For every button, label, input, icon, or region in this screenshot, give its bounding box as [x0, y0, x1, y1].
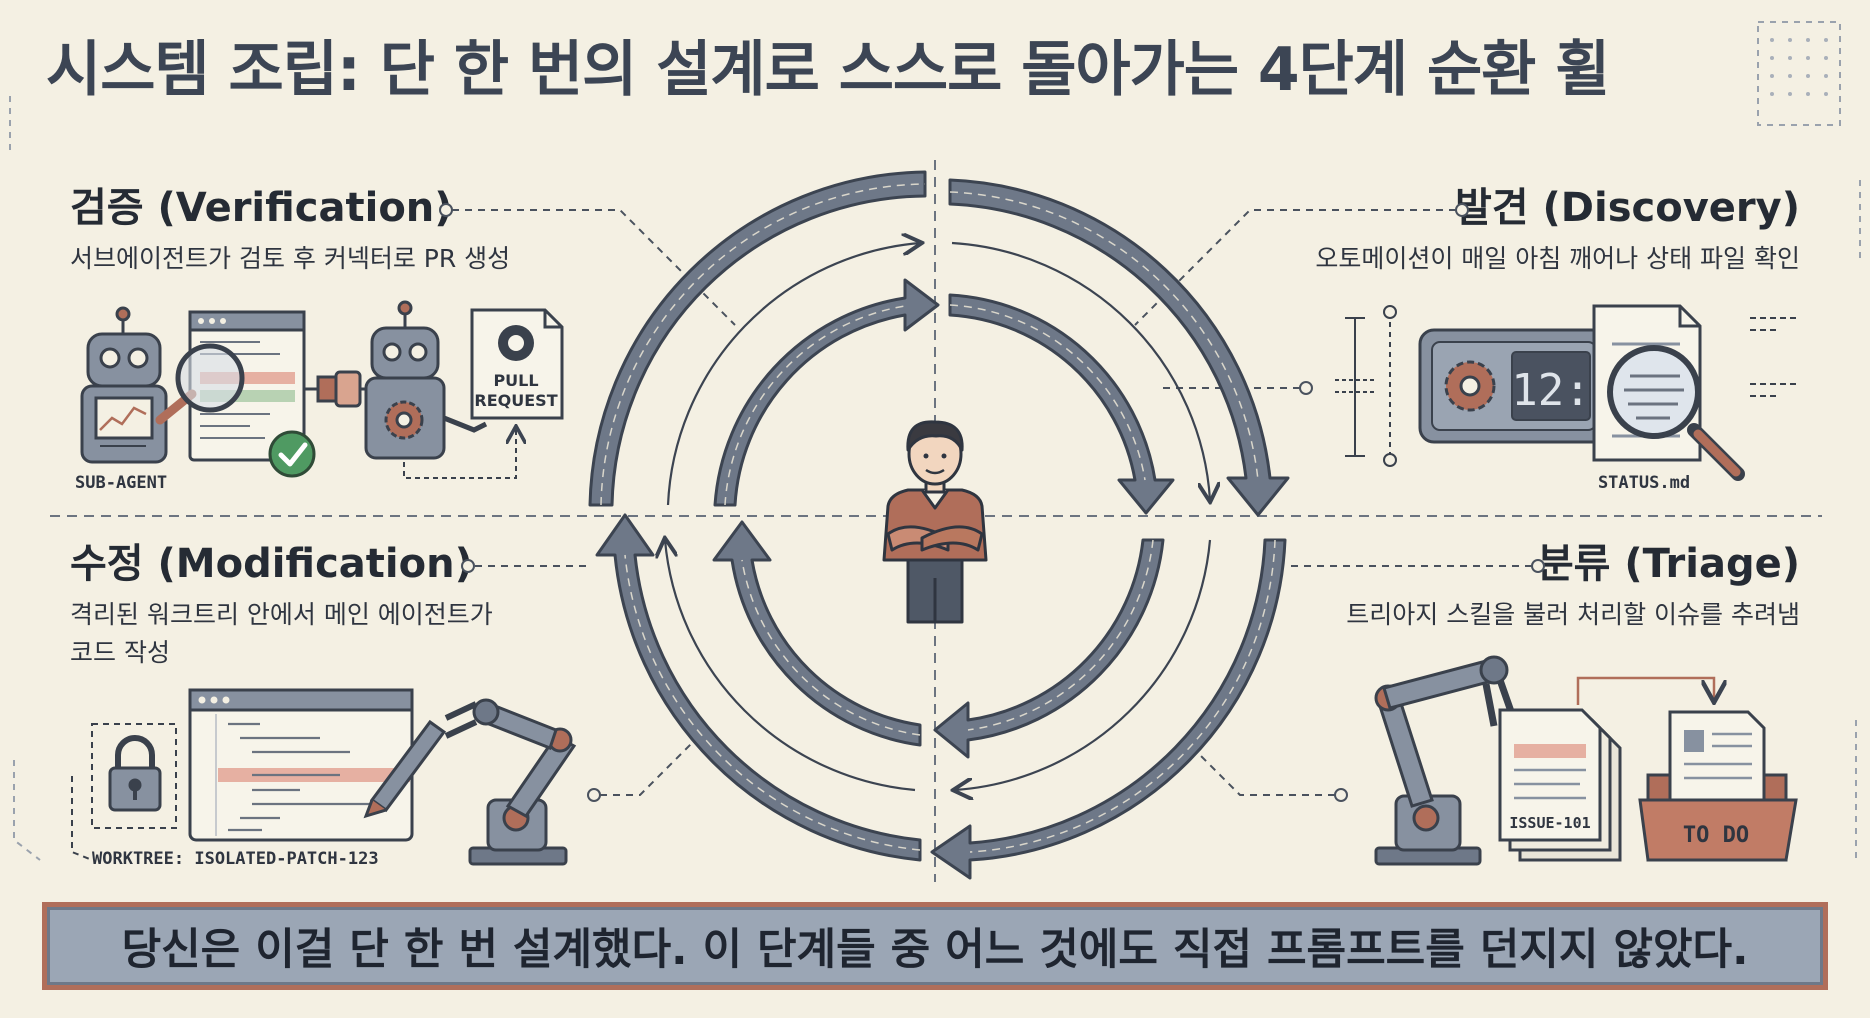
person-icon: [882, 420, 988, 624]
arrow-inner-bottom-left: [712, 520, 922, 747]
todo-label: TO DO: [1683, 823, 1749, 848]
document-icon: ISSUE-101: [1498, 708, 1622, 862]
arrow-inner-top-right: [948, 293, 1175, 515]
arrow-inner-bottom-right: [933, 538, 1165, 759]
summary-banner: 당신은 이걸 단 한 번 설계했다. 이 단계들 중 어느 것에도 직접 프롬프…: [42, 902, 1828, 990]
arrow-outer-bottom-right: [930, 538, 1287, 880]
verification-description: 서브에이전트가 검토 후 커넥터로 PR 생성: [70, 244, 511, 273]
discovery-description: 오토메이션이 매일 아침 깨어나 상태 파일 확인: [1315, 244, 1800, 273]
banner-text: 당신은 이걸 단 한 번 설계했다. 이 단계들 중 어느 것에도 직접 프롬프…: [121, 925, 1749, 975]
arrow-inner-top-left: [713, 278, 940, 507]
robot-icon: [364, 300, 488, 460]
verification-illustration: SUB-AGENT: [75, 300, 564, 493]
folder-icon: TO DO: [1638, 710, 1798, 862]
modification-illustration: WORKTREE: ISOLATED-PATCH-123: [71, 688, 577, 869]
connector-icon: [304, 370, 372, 408]
pen-icon: [363, 719, 447, 819]
arrow-outer-bottom-left: [595, 513, 922, 862]
triage-description: 트리아지 스킬을 불러 처리할 이슈를 추려냄: [1346, 600, 1800, 629]
check-icon: [268, 430, 316, 478]
robot-arm-icon: [1374, 655, 1518, 866]
modification-title: 수정 (Modification): [70, 541, 473, 587]
magnifier-icon: [155, 343, 245, 425]
clock-digits: 12:: [1511, 365, 1590, 416]
sub-agent-label: SUB-AGENT: [75, 473, 167, 493]
triage-title: 분류 (Triage): [1536, 541, 1800, 587]
modification-description-line1: 격리된 워크트리 안에서 메인 에이전트가: [70, 600, 493, 629]
discovery-illustration: 12:: [1335, 304, 1796, 493]
gear-icon: [384, 400, 424, 440]
triage-illustration: ISSUE-101 TO DO: [1374, 655, 1798, 866]
arrow-outer-top-right: [948, 178, 1290, 517]
worktree-label: WORKTREE: ISOLATED-PATCH-123: [92, 849, 379, 869]
discovery-title: 발견 (Discovery): [1454, 185, 1800, 231]
page-title: 시스템 조립: 단 한 번의 설계로 스스로 돌아가는 4단계 순환 휠: [46, 35, 1610, 105]
code-window-icon: [188, 688, 414, 842]
wheel-dashed-centerlines: [600, 183, 1276, 853]
github-pr-icon: PULL REQUEST: [470, 308, 564, 420]
pull-request-label-line1: PULL: [493, 371, 538, 390]
robot-icon: [80, 306, 168, 464]
dot-grid-decoration: [1770, 38, 1828, 96]
magnifier-icon: [1607, 345, 1745, 481]
wheel-thin-arrows: [665, 243, 1210, 790]
wheel-arrows: [588, 170, 1290, 880]
verification-title: 검증 (Verification): [70, 185, 453, 231]
issue-label: ISSUE-101: [1509, 814, 1590, 832]
frame-decoration: [9, 21, 1861, 861]
leader-dots: [439, 203, 1545, 802]
modification-description-line2: 코드 작성: [70, 638, 170, 667]
status-file-label: STATUS.md: [1598, 473, 1690, 493]
pull-request-label-line2: REQUEST: [474, 391, 557, 410]
lock-icon: [108, 735, 162, 812]
gear-icon: [1444, 360, 1496, 412]
robot-arm-icon: [444, 698, 577, 866]
